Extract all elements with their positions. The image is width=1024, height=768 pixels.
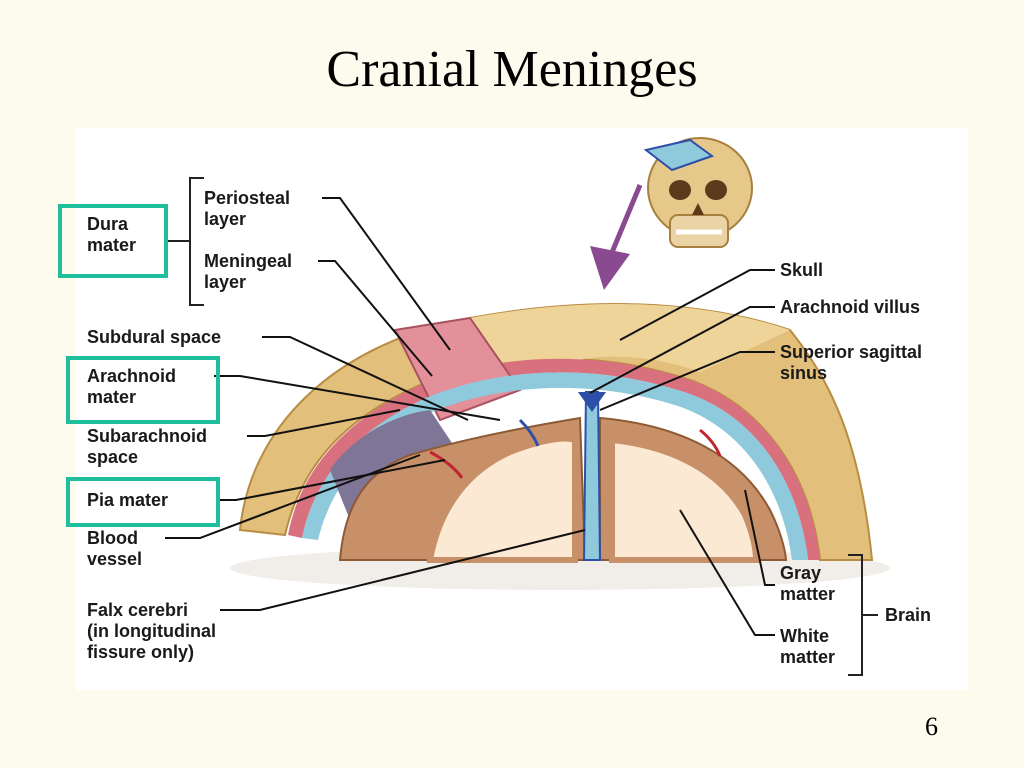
label-brain: Brain (885, 605, 932, 625)
slide-title: Cranial Meninges (326, 41, 698, 98)
dura-bracket (189, 177, 204, 306)
label-skull: Skull (780, 260, 824, 280)
pointer-arrow-shaft (605, 184, 643, 263)
blood-vessel-red-2 (699, 428, 722, 457)
left-white-matter (426, 435, 578, 563)
label-meningeal-layer: Meningeal layer (204, 251, 293, 292)
label-blood-vessel: Blood vessel (87, 528, 143, 569)
label-dura-mater: Dura mater (87, 214, 137, 255)
label-white-matter: White matter (780, 626, 836, 667)
label-gray-matter: Gray matter (780, 563, 836, 604)
page-number: 6 (925, 712, 938, 741)
skull-thumbnail (643, 137, 753, 248)
label-subarachnoid-space: Subarachnoid space (87, 426, 208, 467)
pia-mater-box (66, 477, 220, 527)
superior-sagittal-sinus (578, 392, 606, 412)
label-periosteal-layer: Periosteal layer (204, 188, 291, 229)
label-falx-cerebri: Falx cerebri (in longitudinal fissure on… (87, 600, 216, 662)
leader-lines (165, 197, 775, 636)
label-pia-mater: Pia mater (87, 490, 169, 510)
label-superior-sagittal-sinus: Superior sagittal sinus (780, 342, 923, 383)
arachnoid-mater-box (66, 356, 220, 424)
pointer-arrow-head (590, 246, 630, 290)
blood-vessel-blue (518, 418, 540, 447)
blood-vessel-red (429, 450, 464, 479)
falx-cerebri (582, 391, 602, 561)
right-white-matter (609, 436, 760, 563)
label-arachnoid-mater: Arachnoid mater (87, 366, 177, 407)
dura-mater-box (58, 204, 168, 278)
label-subdural-space: Subdural space (87, 327, 222, 347)
label-arachnoid-villus: Arachnoid villus (780, 297, 921, 317)
